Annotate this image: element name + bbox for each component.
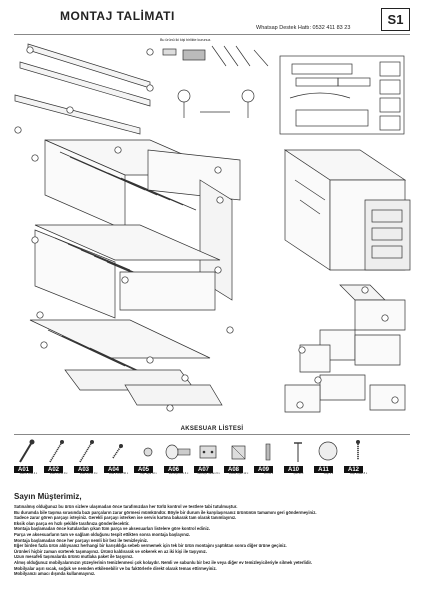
accessory-name: Kep Tapa (140, 472, 152, 475)
exploded-assembly-drawing (14, 43, 411, 413)
accessory-qty: 9 x (63, 472, 68, 475)
short-screw-icon (112, 444, 123, 459)
accessory-item: A08 Plastik Ayak 12 x (224, 438, 253, 478)
accessory-name: Kulp Vidası (349, 472, 363, 475)
accessory-qty: 9 x (93, 472, 98, 475)
tools-note: Bu ürünü iki kişi birlikte kurunuz. (160, 38, 212, 42)
notice-line: Bu durumda bile taşıma sırasında bazı pa… (14, 509, 317, 515)
assembled-bed-front (279, 55, 405, 135)
knob-icon (318, 441, 338, 461)
page-code-badge: S1 (381, 8, 410, 31)
cap-icon (143, 447, 153, 457)
accessory-code: A09 (254, 466, 273, 473)
accessory-name: Kulp (323, 472, 329, 475)
accessory-name: Plastik Ayak (228, 472, 243, 475)
accessory-code: A06 (164, 466, 183, 473)
drawer-base-frame (29, 319, 223, 406)
notice-line: Parça ve aksesuarların tam ve sağlam old… (14, 531, 191, 537)
screw-icon (79, 440, 94, 463)
accessory-item: A01 Kavım Vida 4 x (14, 438, 43, 478)
header-divider (14, 34, 410, 35)
notice-line: Eğer birden fazla ürün aldıysanız herhan… (14, 543, 287, 549)
support-hotline: Whatsap Destek Hattı: 0532 411 83 23 (256, 25, 351, 31)
accessory-qty: 50 x (123, 472, 129, 475)
accessory-item: A12 Kulp Vidası 8 x (344, 438, 373, 478)
accessory-item: A06 Menteşe Düz 6 x (164, 438, 193, 478)
accessory-list-title: AKSESUAR LİSTESİ (180, 426, 244, 432)
accessory-item: A03 Vida 3.5x30 9 x (74, 438, 103, 478)
accessory-qty: 4 x (329, 472, 334, 475)
accessory-code: A03 (74, 466, 93, 473)
accessory-item: A07 Menteşe Tabanı 6 x (194, 438, 223, 478)
accessory-list: A01 Kavım Vida 4 x A02 Vida 5.5x30 9 x A… (14, 438, 410, 478)
notice-line: Uzun mesafeli taşımalarda ürünü mutlaka … (14, 554, 134, 560)
accessory-item: A04 Vida 3.5x16 50 x (104, 438, 133, 478)
accessory-qty: 50 x (151, 472, 157, 475)
accessory-qty: 10 x (268, 472, 274, 475)
accessory-qty: 40 x (298, 472, 304, 475)
top-rail-panels (14, 43, 151, 135)
accessory-code: A05 (134, 466, 153, 473)
accessory-name: Vida 5.5x30 (49, 472, 64, 475)
notice-line: Satınalmış olduğunuz bu ürün sizlere ula… (14, 504, 238, 509)
accessory-divider (14, 434, 410, 435)
accessory-code: A02 (44, 466, 63, 473)
accessory-qty: 12 x (243, 472, 249, 475)
notice-line: Montaja başlamadan önce her parçayı neml… (14, 537, 149, 543)
accessory-name: Menteşe Düz (168, 472, 185, 475)
notice-line: Eksik olan parça en hızlı şekilde tarafı… (14, 520, 130, 526)
accessory-code: A10 (284, 466, 303, 473)
accessory-name: Vida 3.5x30 (79, 472, 94, 475)
tools-illustration (162, 45, 269, 118)
notice-body: Satınalmış olduğunuz bu ürün sizlere ula… (14, 504, 410, 577)
accessory-qty: 8 x (363, 472, 368, 475)
accessory-code: A08 (224, 466, 243, 473)
knob-screw-icon (356, 440, 360, 460)
notice-line: Montaja başlamadan önce kutulardan çıkan… (14, 526, 210, 532)
accessory-item: A10 Çivi 40 x (284, 438, 313, 478)
accessory-code: A07 (194, 466, 213, 473)
accessory-item: A05 Kep Tapa 50 x (134, 438, 163, 478)
notice-line: Almış olduğunuz mobilyalarınızın yüzeyle… (14, 559, 313, 565)
accessory-qty: 6 x (184, 472, 189, 475)
accessory-code: A01 (14, 466, 33, 473)
accessory-item: A11 Kulp 4 x (314, 438, 343, 478)
notice-line: Sadece zarar gören parçayı isteyiniz. Ge… (14, 515, 237, 521)
accessory-name: Kavım Vida (19, 472, 33, 475)
accessory-item: A02 Vida 5.5x30 9 x (44, 438, 73, 478)
notice-line: Ürünleri hiçbir zaman sürterek taşımayın… (14, 548, 207, 554)
accessory-name: Pin (263, 472, 268, 475)
notice-title: Sayın Müşterimiz, (14, 492, 82, 501)
accessory-qty: 4 x (33, 472, 38, 475)
assembled-bed-iso (283, 149, 411, 271)
hinge-icon (165, 444, 191, 460)
pin-icon (265, 443, 271, 461)
screw-icon (49, 440, 64, 463)
notice-line: Mobilyanızı amacı dışında kullanmayınız. (14, 571, 96, 577)
upper-bed-frame (44, 139, 241, 301)
part-callouts (14, 46, 399, 412)
lower-bed-frame (34, 224, 221, 319)
page-title: MONTAJ TALİMATI (60, 9, 175, 23)
hinge-plate-icon (199, 445, 217, 459)
accessory-code: A12 (344, 466, 363, 473)
accessory-code: A11 (314, 466, 333, 473)
notice-line: Mobilyalar aşırı sıcak, soğuk ve nemden … (14, 565, 217, 571)
accessory-name: Menteşe Tabanı (197, 472, 216, 475)
accessory-code: A04 (104, 466, 123, 473)
accessory-name: Çivi (293, 472, 298, 475)
accessory-name: Vida 3.5x16 (108, 472, 123, 475)
bolt-icon (19, 439, 35, 463)
nail-icon (294, 442, 302, 462)
plastic-foot-icon (231, 445, 246, 460)
accessory-qty: 6 x (216, 472, 220, 475)
accessory-item: A09 Pin 10 x (254, 438, 283, 478)
